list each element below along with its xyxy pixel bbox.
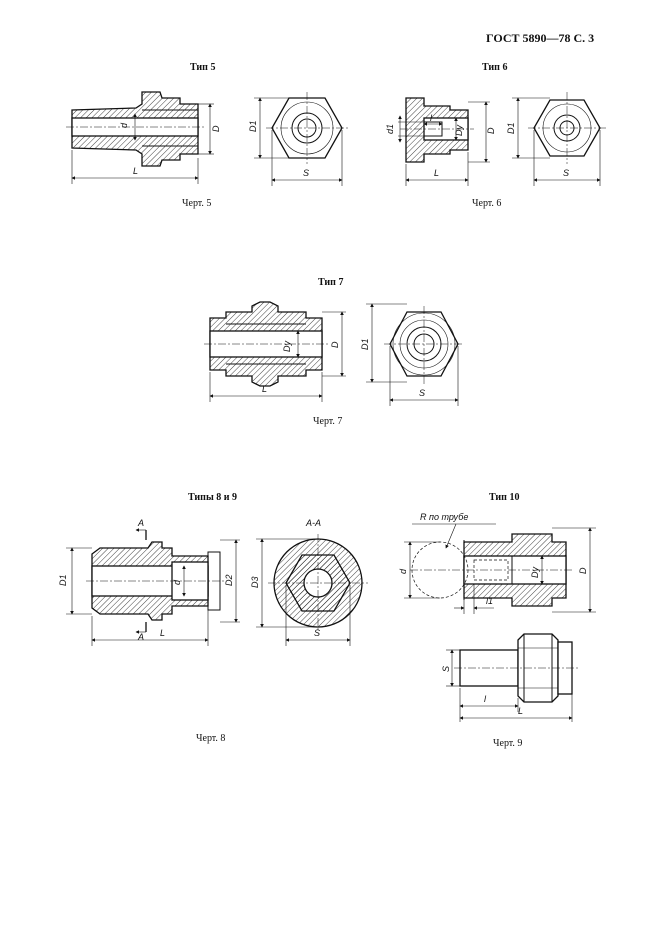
fig9-dim-S: S [441, 666, 451, 672]
fig5-dim-D1: D1 [248, 120, 258, 132]
fig5-dim-S: S [303, 168, 309, 178]
fig9-dim-L: L [518, 706, 523, 716]
fig5-dim-D: D [211, 125, 221, 132]
fig8-dim-D3: D3 [250, 576, 260, 588]
fig8-section-view: A A d D1 D2 L [58, 518, 240, 646]
fig9-caption: Черт. 9 [493, 738, 523, 749]
fig6-section-view: d1 l Dу D L [385, 97, 496, 186]
fig8-dim-D1: D1 [58, 574, 68, 586]
fig9-dim-l: l [484, 694, 487, 704]
fig6-dim-D: D [486, 127, 496, 134]
fig6-type-label: Тип 6 [482, 62, 508, 73]
fig5-caption: Черт. 5 [182, 198, 212, 209]
fig7-dim-S: S [419, 388, 425, 398]
fig8-aa-label: A-A [305, 518, 321, 528]
fig9-side-view: S l L [441, 633, 580, 722]
fig8-caption: Черт. 8 [196, 733, 226, 744]
fig6-dim-D1: D1 [506, 122, 516, 134]
fig8-aa-section: A-A D3 S [250, 518, 368, 646]
fig7-dim-D: D [330, 341, 340, 348]
fig9-dim-d: d [398, 568, 408, 574]
fig7-dim-D1: D1 [360, 338, 370, 350]
fig5-dim-d: d [119, 122, 129, 128]
fig8-type-label: Типы 8 и 9 [188, 492, 238, 503]
fig6-end-view: D1 S [506, 92, 606, 186]
fig6-dim-d1: d1 [385, 124, 395, 134]
fig5-section-view: d D L [66, 91, 221, 184]
fig9-type-label: Тип 10 [489, 492, 520, 503]
fig9-dim-Du: Dу [530, 567, 540, 578]
fig6-dim-S: S [563, 168, 569, 178]
fig8-dim-S: S [314, 628, 320, 638]
fig7-type-label: Тип 7 [318, 277, 344, 288]
fig9-section-view: R по трубе d Dу D l1 [398, 512, 596, 614]
fig5-type-label: Тип 5 [190, 62, 216, 73]
fig6-dim-l: l [430, 113, 433, 123]
fig9-dim-R: R по трубе [420, 512, 468, 522]
fig7-dim-L: L [262, 384, 267, 394]
fig8-dim-D2: D2 [224, 574, 234, 586]
fig7-section-view: Dу D L [204, 301, 346, 402]
fig7-caption: Черт. 7 [313, 416, 343, 427]
fig5-end-view: D1 S [248, 92, 348, 186]
fig6-dim-Du: Dу [454, 125, 464, 136]
fig8-dim-d: d [172, 579, 182, 585]
fig7-end-view: D1 S [360, 303, 464, 406]
fig9-dim-D: D [578, 567, 588, 574]
fig6-dim-L: L [434, 168, 439, 178]
fig7-dim-Du: Dу [282, 341, 292, 352]
fig5-dim-L: L [133, 166, 138, 176]
page-header: ГОСТ 5890—78 С. 3 [486, 31, 595, 45]
fig8-section-marker-top: A [137, 518, 144, 528]
fig6-caption: Черт. 6 [472, 198, 502, 209]
fig8-dim-L: L [160, 628, 165, 638]
fig9-dim-l1: l1 [486, 596, 493, 606]
fig8-section-marker-bottom: A [137, 632, 144, 642]
